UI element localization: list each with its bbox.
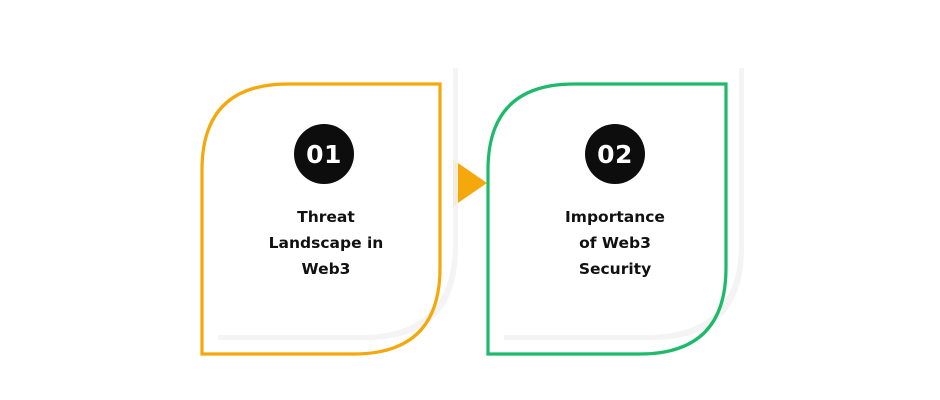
step-title-line: Security bbox=[578, 260, 652, 278]
step-title-line: Landscape in bbox=[268, 234, 384, 252]
step-title-line: Importance bbox=[565, 208, 665, 226]
step-title-line: Threat bbox=[297, 208, 355, 226]
step-title-line: of Web3 bbox=[579, 234, 651, 252]
step-number-badge: 02 bbox=[585, 124, 645, 184]
step-title: Importance of Web3 Security bbox=[530, 204, 700, 282]
step-title: Threat Landscape in Web3 bbox=[241, 204, 411, 282]
step-number-badge: 01 bbox=[294, 124, 354, 184]
step-title-line: Web3 bbox=[301, 260, 351, 278]
